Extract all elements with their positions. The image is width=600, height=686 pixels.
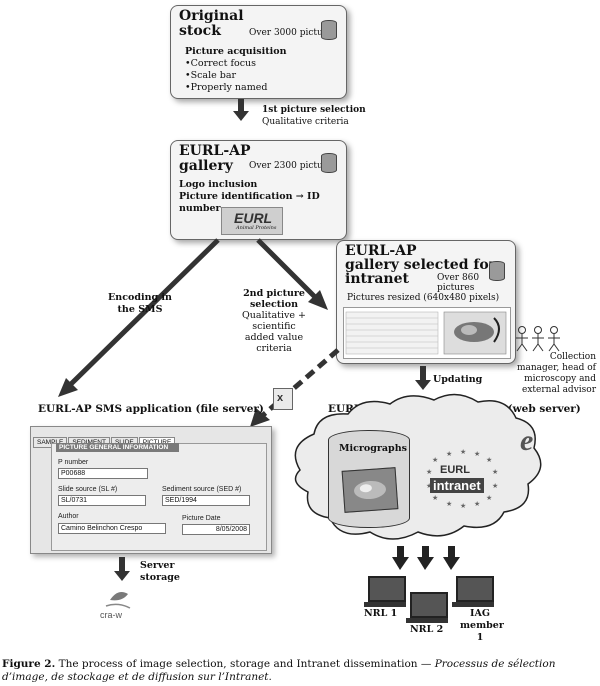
sediment-source-label: Sediment source (SED #) xyxy=(162,486,242,493)
arrow-head-encoding xyxy=(58,378,78,397)
eurl-intranet-logo: EURL xyxy=(440,464,470,476)
svg-text:★: ★ xyxy=(486,456,492,464)
acquisition-item: •Scale bar xyxy=(185,70,237,81)
arrow-head-1 xyxy=(233,111,249,121)
micrograph-image xyxy=(341,467,399,513)
database-icon xyxy=(321,20,337,40)
intranet-gallery-count: Over 860 pictures xyxy=(437,273,480,293)
original-stock-title: Original stock xyxy=(179,8,244,39)
svg-text:★: ★ xyxy=(474,500,480,508)
tab-sample[interactable]: SAMPLE xyxy=(33,437,68,448)
svg-text:★: ★ xyxy=(446,500,452,508)
author-label: Author xyxy=(58,513,79,520)
nrl2-label: NRL 2 xyxy=(410,624,444,635)
internet-explorer-icon: e xyxy=(520,424,534,457)
svg-text:★: ★ xyxy=(460,448,466,456)
intranet-gallery-title: EURL-AP gallery selected for intranet xyxy=(345,243,497,287)
cra-w-logo: cra-w xyxy=(100,610,122,620)
svg-text:★: ★ xyxy=(492,468,498,476)
logo-inclusion-text: Logo inclusion xyxy=(179,179,258,190)
encoding-label: Encoding in the SMS xyxy=(108,292,172,315)
picture-date-label: Picture Date xyxy=(182,515,221,522)
spreadsheet-icon: x xyxy=(273,388,293,410)
picture-general-panel: PICTURE GENERAL INFORMATION P number P00… xyxy=(51,443,267,551)
svg-text:★: ★ xyxy=(432,456,438,464)
sms-tabs: SAMPLESEDIMENTSLIDEPICTURE xyxy=(33,429,176,448)
screenshot-thumbnail-graphic xyxy=(345,311,507,355)
intranet-screenshot-thumbnail xyxy=(343,307,511,359)
laptop-nrl2 xyxy=(406,592,448,623)
svg-text:★: ★ xyxy=(486,494,492,502)
updating-label: Updating xyxy=(433,374,483,385)
author-field[interactable]: Camino Belinchon Crespo xyxy=(58,523,166,534)
arrow-down-1 xyxy=(238,99,244,112)
arrow-down-updating xyxy=(420,366,426,380)
laptop-iag xyxy=(452,576,494,607)
database-icon xyxy=(489,261,505,281)
p-number-label: P number xyxy=(58,459,89,466)
laptop-nrl1 xyxy=(364,576,406,607)
micrographs-label: Micrographs xyxy=(339,443,407,454)
micrograph-image-graphic xyxy=(354,480,386,500)
arrow-head-updating xyxy=(415,380,431,390)
original-stock-card: Original stock Over 3000 pictures Pictur… xyxy=(170,5,347,99)
svg-text:★: ★ xyxy=(432,494,438,502)
slide-source-label: Slide source (SL #) xyxy=(58,486,118,493)
sms-app-title: EURL-AP SMS application (file server) xyxy=(38,403,264,415)
slide-source-field[interactable]: SL/0731 xyxy=(58,495,146,506)
acquisition-item: •Correct focus xyxy=(185,58,257,69)
first-selection-label: 1st picture selection Qualitative criter… xyxy=(262,105,366,127)
picture-acquisition-heading: Picture acquisition xyxy=(185,46,287,57)
sediment-source-field[interactable]: SED/1994 xyxy=(162,495,250,506)
figure-caption: Figure 2. The process of image selection… xyxy=(2,658,556,683)
second-selection-label: 2nd picture selection Qualitative + scie… xyxy=(242,288,306,354)
arrow-head-selection xyxy=(308,290,328,310)
gallery-title: EURL-AP gallery xyxy=(179,143,251,174)
micrographs-database: Micrographs xyxy=(328,430,410,528)
advisors-label: Collection manager, head of microscopy a… xyxy=(516,352,596,395)
sms-app-window: SAMPLESEDIMENTSLIDEPICTURE PICTURE GENER… xyxy=(30,426,272,554)
server-storage-label: Server storage xyxy=(140,560,180,583)
p-number-field[interactable]: P00688 xyxy=(58,468,148,479)
svg-text:★: ★ xyxy=(426,482,432,490)
svg-text:★: ★ xyxy=(446,450,452,458)
pictures-resized-text: Pictures resized (640x480 pixels) xyxy=(347,293,500,303)
section-header: PICTURE GENERAL INFORMATION xyxy=(56,443,179,452)
gallery-count: Over 2300 pictures xyxy=(249,161,338,171)
arrow-head-storage xyxy=(114,571,130,581)
svg-text:★: ★ xyxy=(460,502,466,510)
iag-label: IAG member 1 xyxy=(460,608,504,643)
svg-text:★: ★ xyxy=(474,450,480,458)
eurl-logo: EURL Animal Proteins xyxy=(221,207,283,235)
svg-text:★: ★ xyxy=(426,468,432,476)
svg-text:★: ★ xyxy=(492,482,498,490)
intranet-gallery-card: EURL-AP gallery selected for intranet Ov… xyxy=(336,240,516,364)
acquisition-item: •Properly named xyxy=(185,82,268,93)
intranet-logo-text: intranet xyxy=(430,478,484,493)
picture-identification-text: Picture identification → ID number xyxy=(179,191,320,214)
arrow-head-dashed xyxy=(250,408,270,427)
database-icon xyxy=(321,153,337,173)
arrow-down-storage xyxy=(119,557,125,571)
picture-date-field[interactable]: 8/05/2008 xyxy=(182,524,250,535)
original-stock-count: Over 3000 pictures xyxy=(249,28,338,38)
nrl1-label: NRL 1 xyxy=(364,608,398,619)
